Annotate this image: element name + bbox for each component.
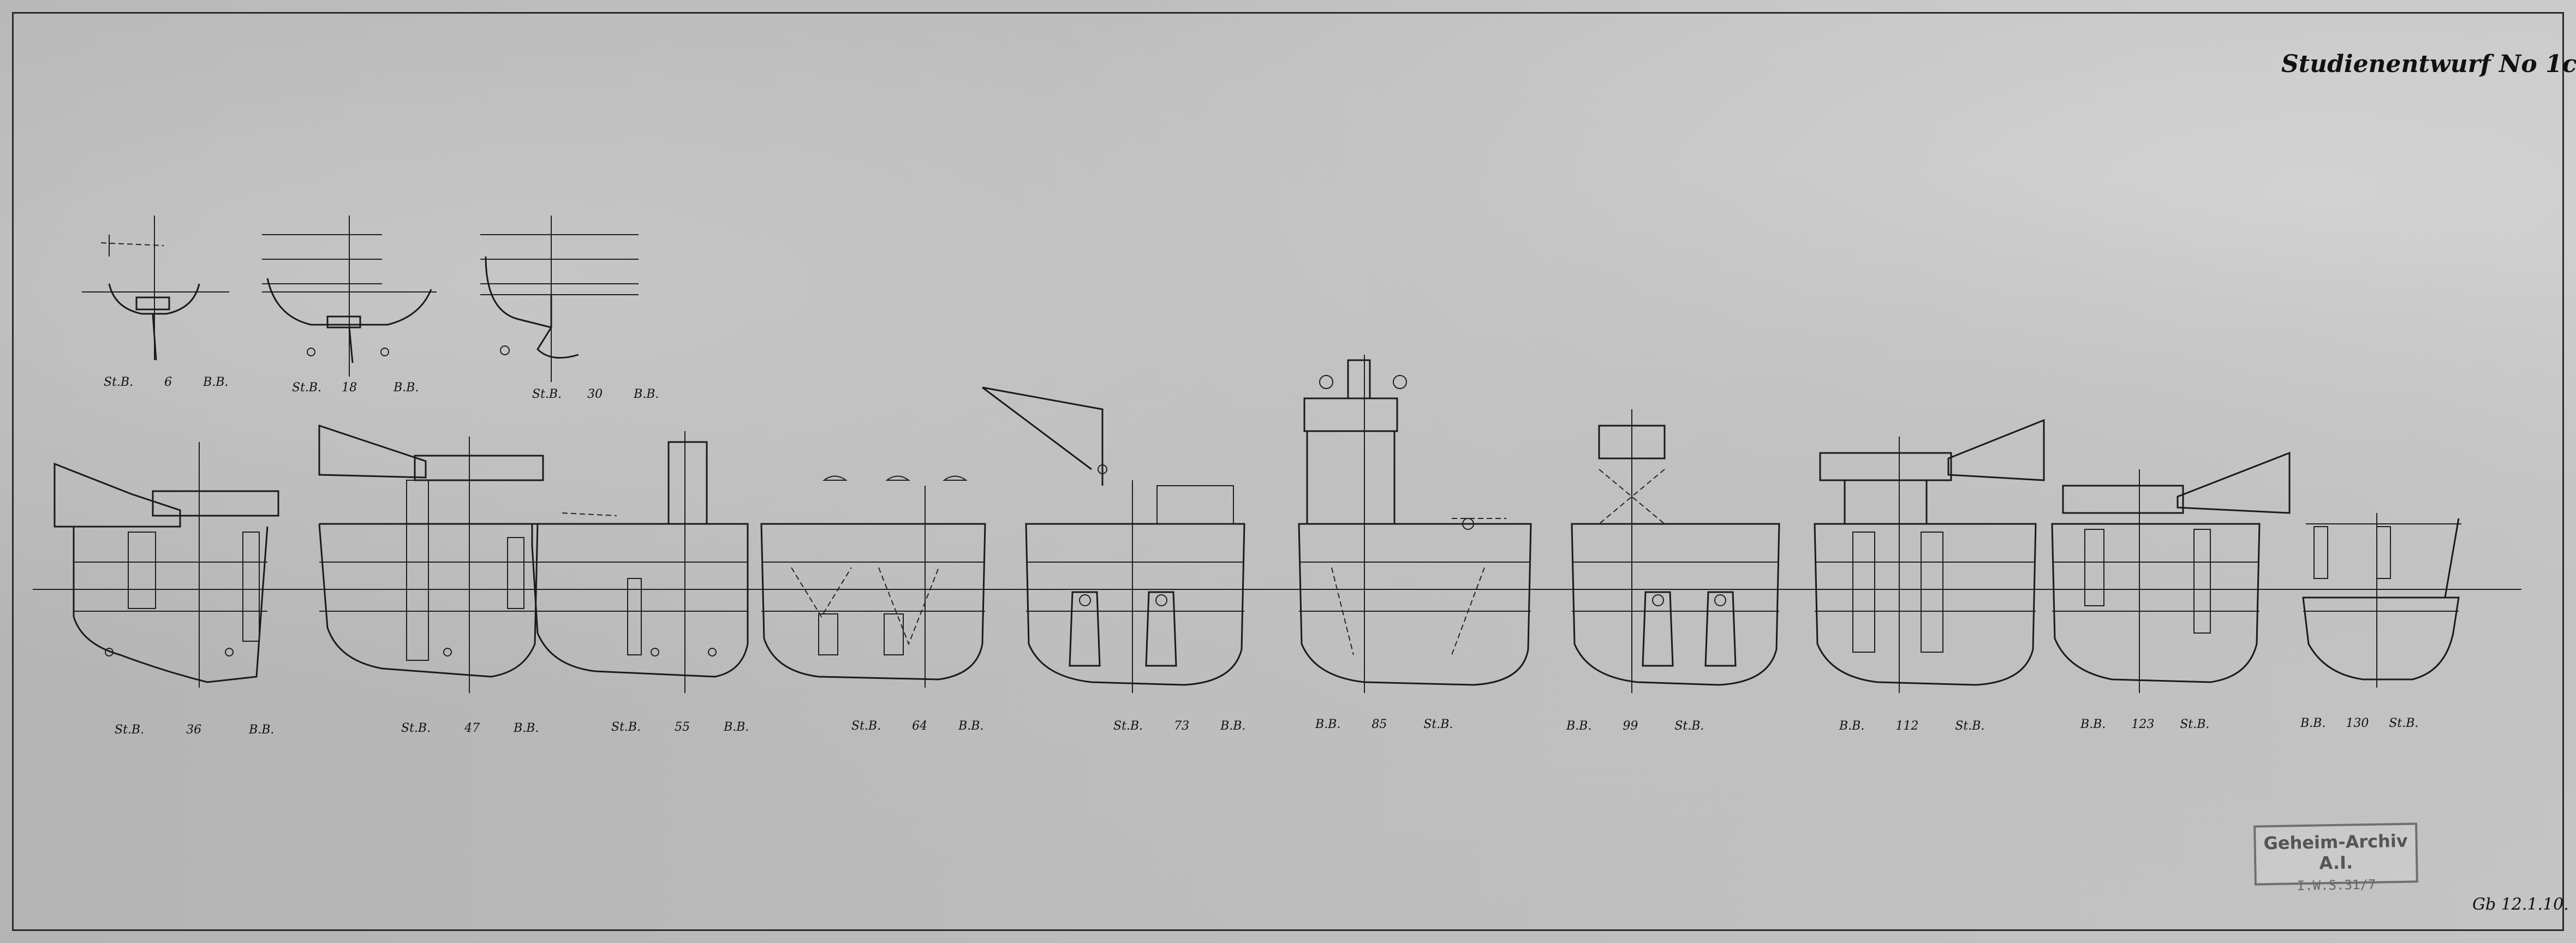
frame-number: 18 <box>342 381 357 395</box>
section-label-99: B.B. 99 St.B. <box>1566 719 1704 733</box>
drawing-title: Studienentwurf No 1c. <box>2281 50 2576 78</box>
section-18-drawing <box>262 216 437 377</box>
section-label-112: B.B. 112 St.B. <box>1839 719 1984 733</box>
frame-number: 55 <box>675 720 690 734</box>
section-label-64: St.B. 64 B.B. <box>851 719 983 733</box>
stamp-line-1: Geheim-Archiv A.I. <box>2263 830 2408 874</box>
section-6-drawing <box>82 216 229 361</box>
section-99-drawing <box>1571 409 1780 693</box>
section-label-47: St.B. 47 B.B. <box>401 721 539 735</box>
side-right: B.B. <box>393 381 419 395</box>
section-55-drawing <box>531 431 749 693</box>
side-right: B.B. <box>203 375 229 389</box>
section-label-30: St.B. 30 B.B. <box>532 387 659 401</box>
drawing-border <box>12 12 2564 931</box>
side-right: B.B. <box>634 387 659 401</box>
frame-number: 36 <box>186 723 202 737</box>
section-47-drawing <box>318 424 544 693</box>
section-73-drawing <box>982 386 1245 693</box>
side-left: St.B. <box>115 723 145 737</box>
side-right: St.B. <box>1423 718 1453 731</box>
side-left: St.B. <box>1113 719 1143 733</box>
section-label-6: St.B. 6 B.B. <box>104 375 228 389</box>
section-64-drawing <box>760 475 986 688</box>
section-label-123: B.B. 123 St.B. <box>2080 718 2209 731</box>
side-left: St.B. <box>104 375 134 389</box>
frame-number: 112 <box>1895 719 1919 733</box>
archive-stamp: Geheim-Archiv A.I. I.W.S.31/7 <box>2253 822 2418 893</box>
section-130-drawing <box>2302 513 2461 688</box>
section-123-drawing <box>2051 451 2291 693</box>
section-30-drawing <box>480 216 639 382</box>
side-right: B.B. <box>249 723 275 737</box>
side-left: B.B. <box>2300 717 2326 730</box>
side-left: St.B. <box>401 721 431 735</box>
frame-number: 6 <box>164 375 172 389</box>
side-left: St.B. <box>292 381 322 395</box>
side-right: B.B. <box>958 719 984 733</box>
section-label-85: B.B. 85 St.B. <box>1315 718 1453 731</box>
side-right: St.B. <box>2180 718 2210 731</box>
frame-number: 123 <box>2131 718 2155 731</box>
side-left: B.B. <box>1315 718 1341 731</box>
side-left: St.B. <box>611 720 641 734</box>
frame-number: 130 <box>2346 717 2369 730</box>
side-right: B.B. <box>1220 719 1246 733</box>
section-85-drawing <box>1298 355 1532 693</box>
frame-number: 64 <box>912 719 928 733</box>
section-label-18: St.B. 18 B.B. <box>292 381 419 395</box>
section-112-drawing <box>1814 419 2045 693</box>
frame-number: 73 <box>1174 719 1190 733</box>
side-right: St.B. <box>2389 717 2419 730</box>
side-left: B.B. <box>1839 719 1865 733</box>
section-label-55: St.B. 55 B.B. <box>611 720 749 734</box>
side-left: St.B. <box>851 719 881 733</box>
side-right: St.B. <box>1674 719 1704 733</box>
section-36-drawing <box>53 442 279 688</box>
signature-date: Gb 12.1.10. <box>2472 895 2569 914</box>
side-right: B.B. <box>724 720 749 734</box>
side-left: St.B. <box>532 387 562 401</box>
stamp-line-2: I.W.S.31/7 <box>2297 876 2376 894</box>
side-right: St.B. <box>1955 719 1985 733</box>
frame-number: 30 <box>587 387 603 401</box>
frame-number: 85 <box>1372 718 1387 731</box>
side-right: B.B. <box>514 721 539 735</box>
frame-number: 99 <box>1623 719 1638 733</box>
side-left: B.B. <box>2080 718 2106 731</box>
section-label-73: St.B. 73 B.B. <box>1113 719 1245 733</box>
side-left: B.B. <box>1566 719 1592 733</box>
frame-number: 47 <box>464 721 480 735</box>
section-label-36: St.B. 36 B.B. <box>115 723 274 737</box>
section-label-130: B.B. 130 St.B. <box>2300 717 2418 730</box>
